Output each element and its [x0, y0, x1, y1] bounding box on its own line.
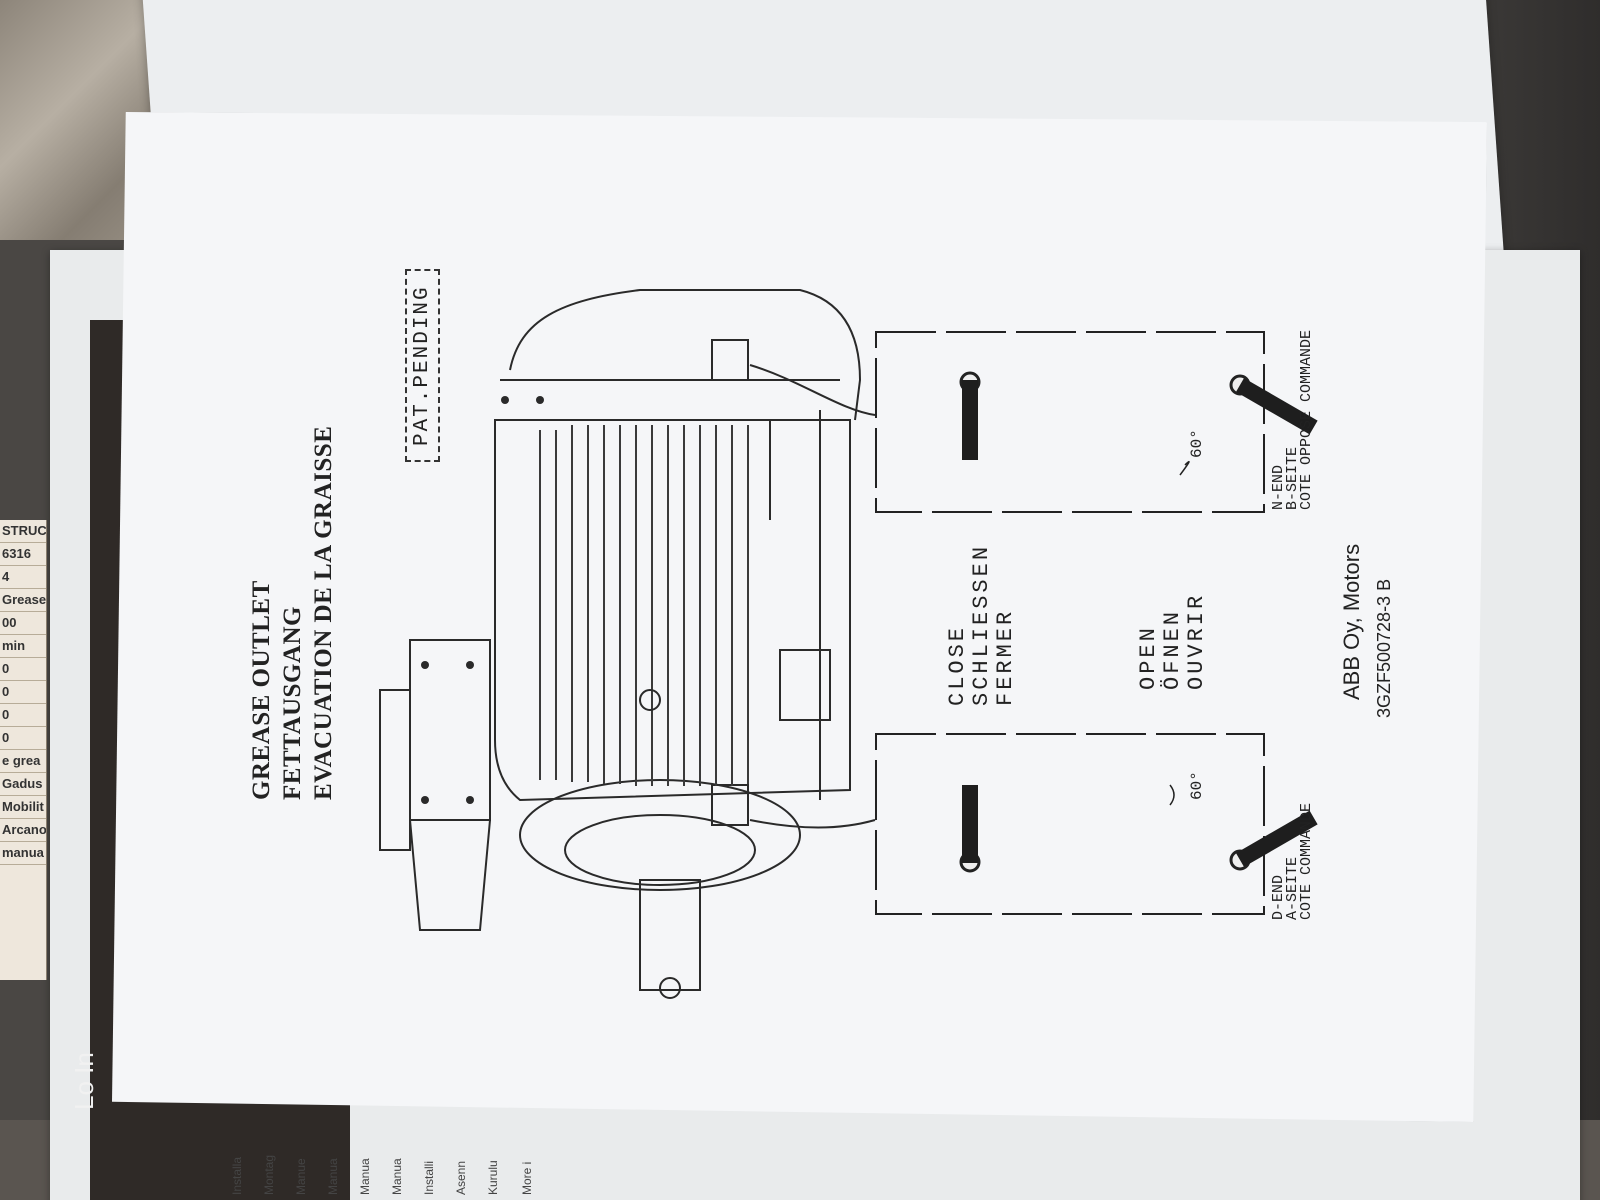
manual-table-cell: STRUCT	[0, 520, 46, 543]
d-end-label: D-END A-SEITE COTE COMMANDE	[1270, 802, 1315, 920]
d-end-grease-outlet-marker	[711, 784, 749, 826]
close-label: CLOSE SCHLIESSEN FERMER	[945, 543, 1018, 706]
terminal-box-screw	[421, 796, 429, 804]
title-line-fr: EVACUATION DE LA GRAISSE	[310, 425, 337, 800]
d-end-closed-valve-handle	[962, 785, 978, 863]
n-end-angle-label: 60°	[1188, 429, 1206, 458]
n-end-angle-arc	[1179, 460, 1190, 476]
n-end-closed-valve-handle	[962, 380, 978, 460]
company-name: ABB Oy, Motors	[1339, 543, 1364, 700]
manual-table-cell: 0	[0, 681, 46, 704]
n-end-grease-outlet-marker	[711, 339, 749, 381]
terminal-box-screw	[421, 661, 429, 669]
motor-body-outline	[494, 419, 851, 802]
manual-table-cell: 6316	[0, 543, 46, 566]
manual-table-cell: Mobilit	[0, 796, 46, 819]
shaft-center-hole	[659, 977, 681, 999]
fan-cover-outline	[509, 289, 862, 421]
fan-cover-bolt	[501, 396, 509, 404]
terminal-box-cable-gland	[379, 689, 411, 851]
manual-table-cell: Grease	[0, 589, 46, 612]
document-title: GREASE OUTLET FETTAUSGANG EVACUATION DE …	[246, 426, 339, 800]
terminal-box-screw	[466, 796, 474, 804]
d-end-detail-box	[875, 733, 1265, 915]
lifting-lug	[639, 689, 661, 711]
n-end-leader-line	[749, 364, 876, 416]
d-end-leader-line	[749, 819, 876, 829]
terminal-box-base	[409, 819, 491, 931]
manual-table-cell: 00	[0, 612, 46, 635]
d-end-angle-arc	[1169, 784, 1175, 806]
title-line-de: FETTAUSGANG	[279, 606, 306, 800]
manual-table-cell: Arcano	[0, 819, 46, 842]
d-end-open-valve-handle	[1236, 810, 1318, 867]
fan-cover-bolt	[536, 396, 544, 404]
manual-table-cell: e grea	[0, 750, 46, 773]
d-end-bearing-housing	[564, 814, 756, 886]
manual-table-cell: 0	[0, 727, 46, 750]
motor-foot	[769, 410, 831, 800]
manual-table-cell: min	[0, 635, 46, 658]
d-end-shield	[519, 779, 801, 891]
grease-outlet-instruction-sheet	[112, 112, 1487, 1122]
motor-shaft	[639, 879, 701, 991]
n-end-label: N-END B-SEITE COTE OPPOSE COMMANDE	[1270, 329, 1315, 510]
manual-table-cell: Gadus	[0, 773, 46, 796]
cooling-fins	[539, 425, 749, 786]
terminal-box-screw	[466, 661, 474, 669]
n-end-detail-box	[875, 331, 1265, 513]
manual-grease-table: STRUCT 6316 4 Grease 00 min 0 0 0 0 e gr…	[0, 520, 47, 980]
document-number: 3GZF500728-3 B	[1374, 578, 1394, 718]
d-end-angle-label: 60°	[1188, 771, 1206, 800]
manual-table-cell: 0	[0, 658, 46, 681]
manual-table-cell: manua	[0, 842, 46, 865]
manual-table-cell: 0	[0, 704, 46, 727]
open-label: OPEN ÖFNEN OUVRIR	[1136, 592, 1209, 690]
manual-table-cell: 4	[0, 566, 46, 589]
n-end-open-valve-handle	[1236, 378, 1318, 435]
patent-pending-stamp: PAT.PENDING	[405, 269, 440, 462]
title-line-en: GREASE OUTLET	[248, 580, 275, 800]
